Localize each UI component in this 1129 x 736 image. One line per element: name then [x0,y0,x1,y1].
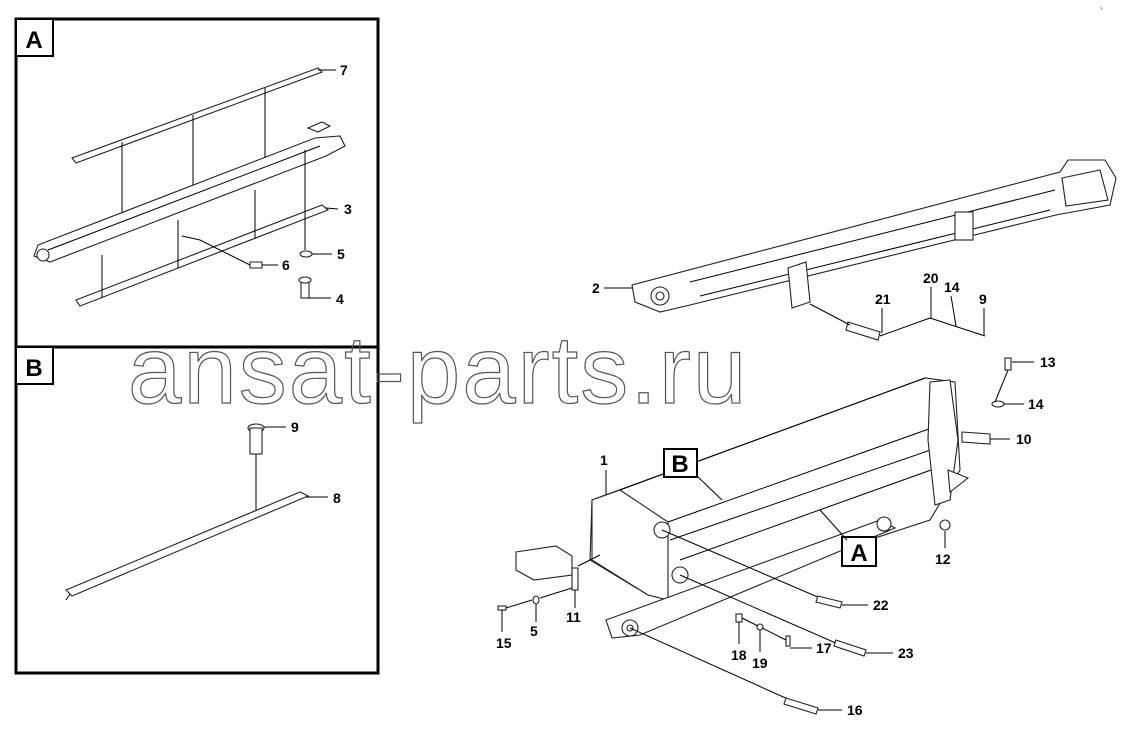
washer-19 [756,623,764,631]
callout-12: 12 [935,551,951,567]
clip-6 [249,261,263,269]
callout-14-top: 14 [944,279,960,295]
plate-10 [961,431,991,445]
callout-16: 16 [847,702,863,718]
washer-14 [991,400,1005,408]
main-frame [589,377,961,603]
spacer-11 [571,567,579,591]
callout-23: 23 [898,645,914,661]
callout-22: 22 [873,597,889,613]
callout-4: 4 [336,291,344,307]
boom-arm-drawing [33,135,346,263]
corner-tag: s [1100,6,1103,12]
detail-panel-b: B 9 8 [14,345,380,675]
cover-block-11 [515,545,573,581]
lower-arm [605,519,897,639]
panel-b-label: B [25,355,42,382]
callout-5-a: 5 [337,246,345,262]
washer-5 [299,250,313,258]
wear-plate-bottom [75,204,330,307]
callout-8: 8 [333,490,341,506]
callout-1: 1 [600,452,608,468]
callout-15: 15 [496,635,512,651]
boom-end-bracket [306,121,332,133]
washer-5-main [532,595,540,605]
boom-link-plate [787,261,811,309]
bolt-13 [1004,357,1012,371]
wear-plate-top [71,67,323,164]
callout-5-main: 5 [530,623,538,639]
callout-21: 21 [875,291,891,307]
main-assembly: B A 1 2 21 20 14 9 13 14 10 12 22 11 15 [496,159,1117,718]
detail-panel-a: A 7 3 5 6 4 [14,17,380,349]
callout-10: 10 [1016,431,1032,447]
pin-22 [815,595,843,609]
watermark: ansat-parts.ru [128,317,748,424]
nut-12 [939,519,951,531]
pin-21 [845,321,881,341]
bolt-18 [735,613,743,623]
callout-9-b: 9 [291,419,299,435]
callout-17: 17 [816,640,832,656]
callout-11: 11 [566,609,581,625]
section-tag-a: A [850,540,867,567]
callout-7: 7 [340,62,348,78]
link-tab [947,469,970,494]
callout-3: 3 [344,201,352,217]
pin-23 [833,639,867,657]
callout-13: 13 [1040,354,1056,370]
callout-9-main: 9 [979,291,987,307]
callout-19: 19 [752,655,768,671]
wear-plate-8 [65,491,310,597]
pin-17 [785,635,791,647]
pin-16 [783,697,819,715]
boom-head-bracket [1061,169,1109,207]
callout-6: 6 [282,257,290,273]
callout-18: 18 [731,647,747,663]
boom-section [954,211,974,241]
callout-14-right: 14 [1028,396,1044,412]
bolt-9 [249,427,263,455]
callout-20: 20 [923,270,939,286]
panel-a-label: A [25,27,42,54]
bolt-15 [497,605,507,611]
callout-2: 2 [592,280,600,296]
section-tag-b: B [671,451,688,478]
boom-pivot-eye [36,248,50,262]
